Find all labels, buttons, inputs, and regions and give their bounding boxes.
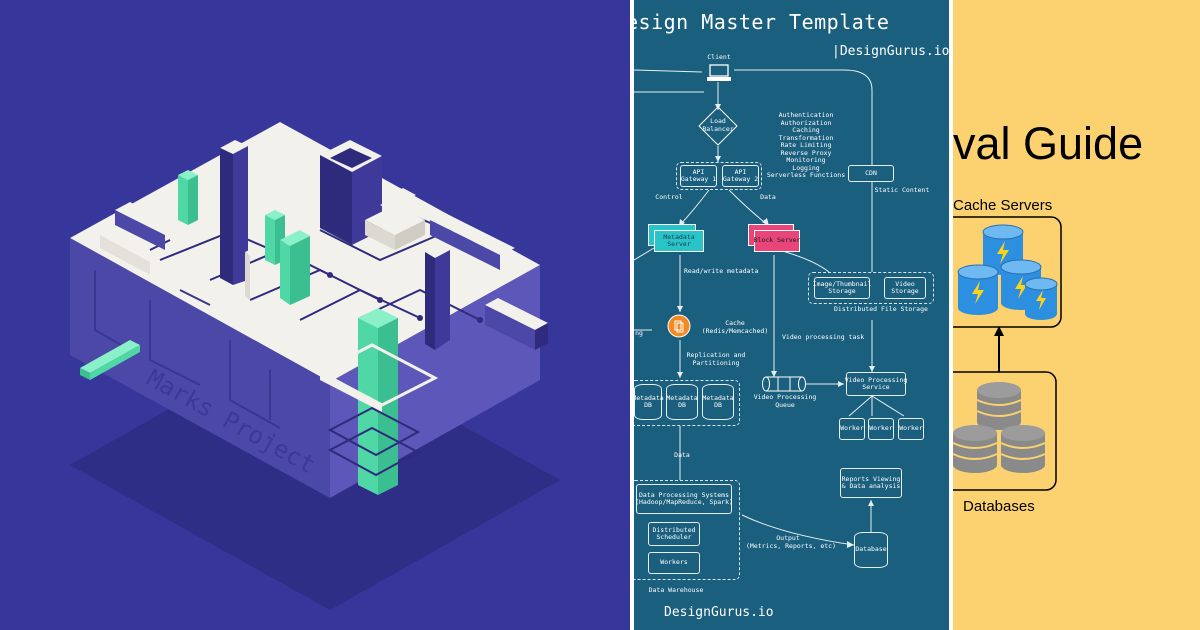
block-server-node: Block Server: [754, 230, 800, 252]
static-content-label: Static Content: [874, 186, 930, 194]
cache-servers-label: Cache Servers: [953, 197, 1053, 214]
video-processing-task-label: Video processing task: [782, 333, 865, 341]
load-balancer-diamond-icon: [698, 106, 738, 146]
distributed-file-storage-label: Distributed File Storage: [834, 305, 928, 313]
data-warehouse-label: Data Warehouse: [648, 586, 704, 594]
distributed-file-storage-group: [808, 272, 934, 304]
diagram-connectors: [634, 69, 905, 548]
video-processing-queue-icon: [762, 376, 806, 392]
cache-label: Cache (Redis/Memcached): [701, 319, 769, 335]
cache-servers-box: [953, 216, 1062, 328]
partial-left-label: ng: [635, 329, 643, 337]
api-gateway-group: [676, 162, 762, 190]
panel-divider: [949, 0, 953, 630]
data-edge-label: Data: [760, 193, 776, 201]
load-balancer-label: Load Balancer: [702, 117, 734, 133]
panel-divider: [630, 0, 634, 630]
caching-diagram: [953, 216, 1062, 491]
output-label: Output (Metrics, Reports, etc): [746, 534, 837, 550]
isometric-illustration-panel: Marks Project: [0, 0, 630, 630]
database-icons: [953, 382, 1046, 473]
data-warehouse-group: [634, 480, 740, 580]
client-monitor-icon: [707, 64, 731, 81]
gateway-features-list: Authentication Authorization Caching Tra…: [766, 111, 846, 179]
replication-label: Replication and Partitioning: [686, 351, 746, 367]
client-label: Client: [707, 53, 731, 61]
diagram-brand: |DesignGurus.io: [832, 44, 949, 59]
cache-icon: [667, 314, 691, 338]
diagram-title: esign Master Template: [634, 10, 890, 34]
isometric-building-illustration: Marks Project: [70, 122, 560, 610]
control-edge-label: Control: [655, 193, 683, 201]
read-write-metadata-label: Read/write metadata: [684, 267, 759, 275]
video-processing-queue-label: Video Processing Queue: [753, 393, 817, 409]
caching-guide-panel: val Guide Cache Servers: [953, 0, 1200, 630]
worker-node: Worker: [898, 418, 924, 440]
system-design-diagram-panel: esign Master Template |DesignGurus.io: [634, 0, 949, 630]
data-processing-systems-node: Data Processing Systems(Hadoop/MapReduce…: [635, 484, 733, 514]
arrow-up-icon: [994, 326, 1004, 336]
cdn-node: CDN: [848, 165, 894, 182]
workers-node: Workers: [648, 552, 700, 574]
guide-title: val Guide: [953, 118, 1144, 169]
diagram-footer: DesignGurus.io: [664, 605, 774, 620]
metadata-db-group: [634, 380, 740, 426]
cache-server-icons: [957, 224, 1058, 320]
databases-label: Databases: [963, 498, 1035, 515]
worker-node: Worker: [868, 418, 894, 440]
reports-viewing-node: Reports Viewing& Data analysis: [840, 468, 902, 498]
database-node: Database: [854, 532, 888, 568]
data-label: Data: [674, 451, 690, 459]
worker-node: Worker: [839, 418, 865, 440]
